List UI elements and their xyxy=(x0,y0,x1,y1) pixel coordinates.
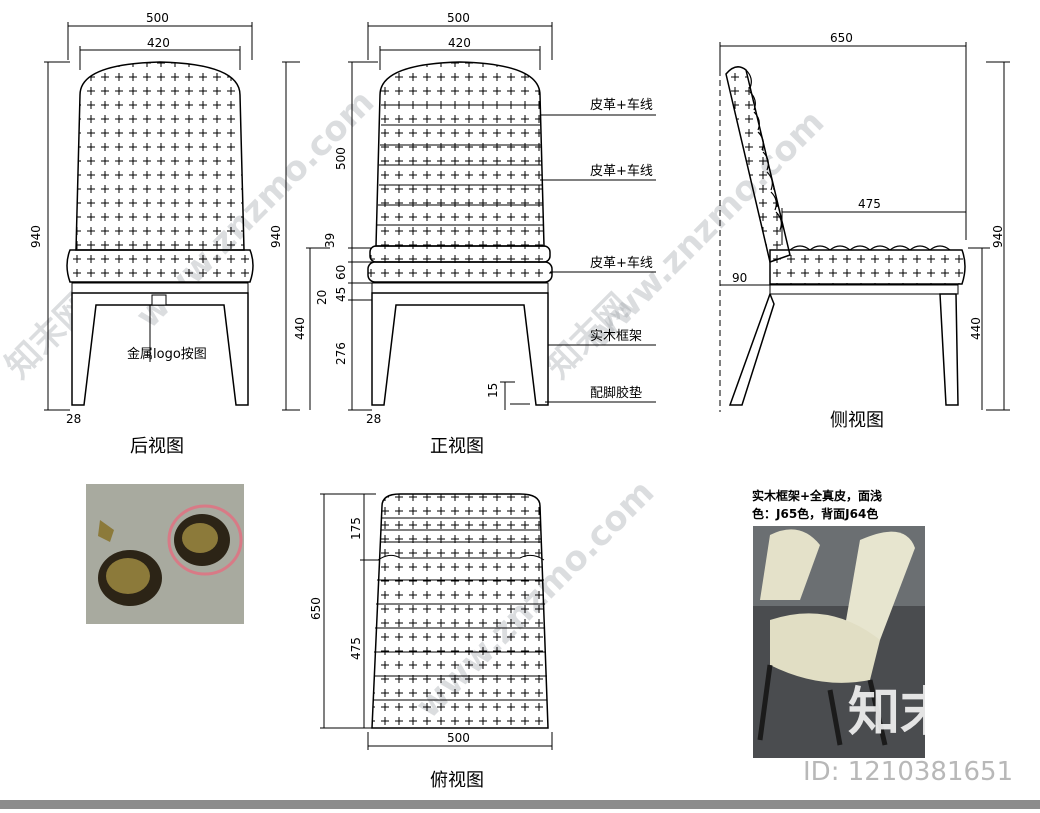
front-d60-dim: 60 xyxy=(334,265,348,280)
top-view: 650 175 475 500 俯视图 xyxy=(309,493,553,791)
top-back-dim: 175 xyxy=(349,517,363,540)
logo-photo xyxy=(86,484,244,624)
front-d45-dim: 45 xyxy=(334,287,348,302)
side-d90-dim: 90 xyxy=(732,271,747,285)
rear-height-dim: 940 xyxy=(29,225,43,248)
photo-note-line1: 实木框架+全真皮，面浅 xyxy=(752,488,882,503)
rear-inner-width-dim: 420 xyxy=(147,36,170,50)
front-pad-dim: 15 xyxy=(486,383,500,398)
top-seat-dim: 475 xyxy=(349,637,363,660)
side-height-dim: 940 xyxy=(991,225,1005,248)
front-d20-dim: 20 xyxy=(315,290,329,305)
side-view-title: 侧视图 xyxy=(830,410,884,431)
side-seat-height-dim: 440 xyxy=(969,317,983,340)
front-label-foot-pad: 配脚胶垫 xyxy=(590,385,642,401)
side-depth-dim: 650 xyxy=(830,31,853,45)
rear-leg-dim: 28 xyxy=(66,412,81,426)
front-view: 500 420 500 39 60 45 20 276 440 940 xyxy=(269,11,656,457)
front-label-leather-3: 皮革+车线 xyxy=(590,255,653,271)
side-seat-depth-dim: 475 xyxy=(858,197,881,211)
rear-view: 500 420 940 金属logo按图 28 后视图 xyxy=(29,11,254,457)
front-leg-dim: 28 xyxy=(366,412,381,426)
chair-photo-block: 实木框架+全真皮，面浅 色：J65色，背面J64色 xyxy=(752,488,925,758)
top-width-dim: 500 xyxy=(447,731,470,745)
bottom-bar xyxy=(0,800,1040,809)
front-height-dim: 940 xyxy=(269,225,283,248)
side-view: 650 475 940 440 90 侧视图 xyxy=(719,31,1010,431)
front-label-leather-1: 皮革+车线 xyxy=(590,97,653,113)
watermark-logo: 知末 xyxy=(848,683,952,743)
front-d39-dim: 39 xyxy=(323,233,337,248)
rear-top-width-dim: 500 xyxy=(146,11,169,25)
photo-note-line2: 色：J65色，背面J64色 xyxy=(752,506,878,521)
front-back-dim: 500 xyxy=(334,147,348,170)
watermark-id: ID: 1210381651 xyxy=(803,757,1013,787)
front-inner-width-dim: 420 xyxy=(448,36,471,50)
top-view-title: 俯视图 xyxy=(430,770,484,791)
rear-view-title: 后视图 xyxy=(130,436,184,457)
front-top-width-dim: 500 xyxy=(447,11,470,25)
rear-logo-callout: 金属logo按图 xyxy=(127,346,207,362)
front-label-wood-frame: 实木框架 xyxy=(590,329,642,344)
top-depth-dim: 650 xyxy=(309,597,323,620)
front-label-leather-2: 皮革+车线 xyxy=(590,163,653,179)
front-seat-height-dim: 440 xyxy=(293,317,307,340)
front-view-title: 正视图 xyxy=(430,436,484,457)
front-d276-dim: 276 xyxy=(334,342,348,365)
